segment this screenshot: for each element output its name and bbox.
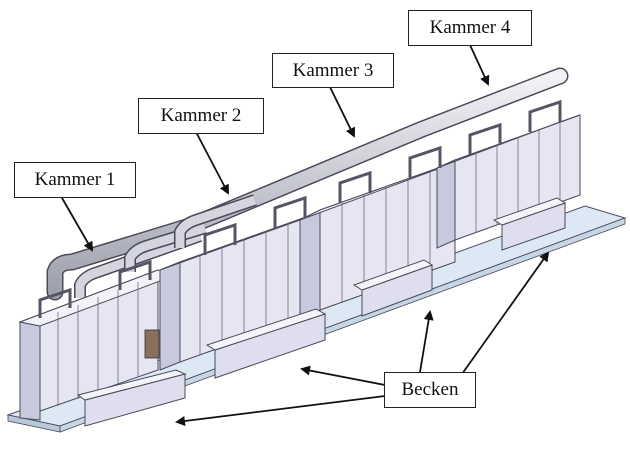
tank-3 — [352, 259, 434, 317]
tank-1 — [76, 369, 187, 427]
label-kammer-3: Kammer 3 — [272, 53, 394, 88]
chamber-1 — [18, 269, 178, 421]
label-kammer-1: Kammer 1 — [14, 162, 136, 198]
callout-arrows — [61, 44, 550, 426]
label-kammer-2: Kammer 2 — [138, 98, 264, 134]
roof-frames — [38, 99, 562, 318]
exhaust-duct — [46, 67, 569, 301]
label-kammer-4: Kammer 4 — [408, 10, 532, 46]
label-becken: Becken — [384, 372, 476, 408]
chamber-4 — [436, 114, 581, 249]
tank-4 — [492, 197, 567, 251]
tank-2 — [205, 308, 327, 379]
